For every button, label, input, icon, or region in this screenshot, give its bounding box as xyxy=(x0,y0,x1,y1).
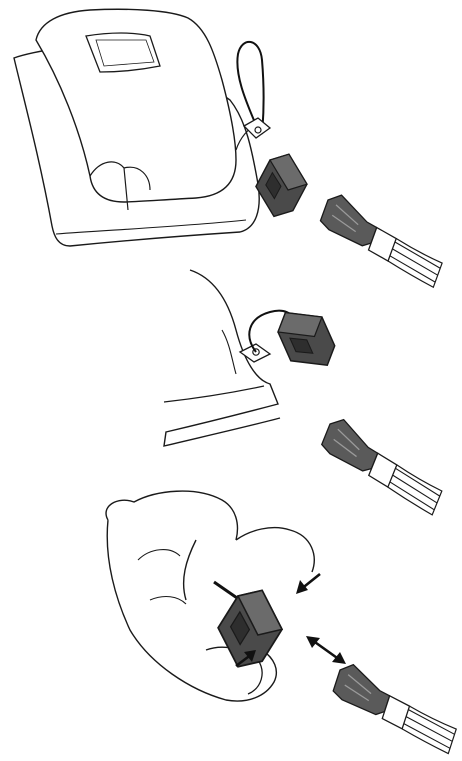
display-window xyxy=(86,33,160,72)
step-3-panel xyxy=(106,491,462,753)
lanyard-clip-held xyxy=(206,581,294,676)
squeeze-arrow-top xyxy=(296,574,320,594)
release-double-arrow xyxy=(306,636,346,664)
strap-buckle xyxy=(312,191,452,287)
step-2-panel xyxy=(164,270,453,515)
strap-buckle-3 xyxy=(326,661,462,753)
strap-buckle-2 xyxy=(313,415,453,514)
step-1-panel xyxy=(14,9,452,287)
hand-squeezing-outline xyxy=(106,491,314,701)
